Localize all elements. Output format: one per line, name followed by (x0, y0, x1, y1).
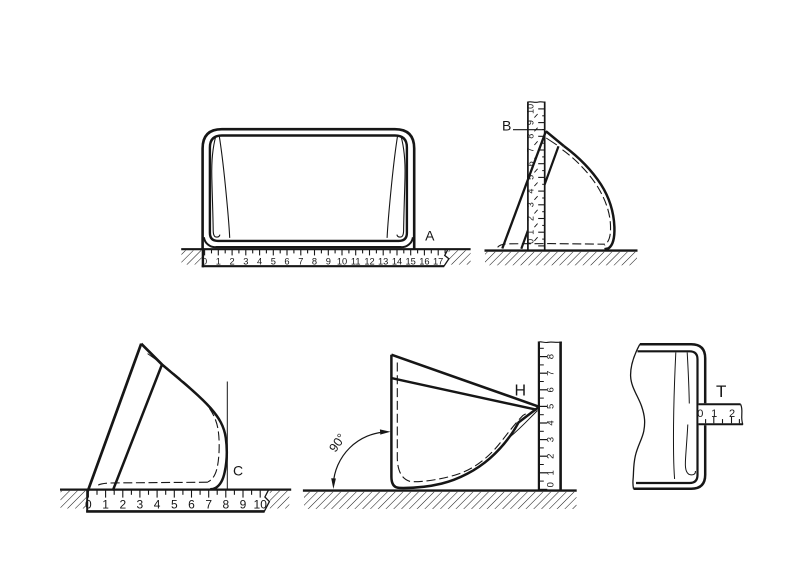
svg-text:17: 17 (433, 256, 443, 266)
svg-text:0: 0 (202, 256, 207, 266)
svg-text:7: 7 (545, 371, 556, 376)
svg-text:H: H (515, 383, 527, 400)
svg-text:8: 8 (525, 134, 535, 139)
svg-text:6: 6 (188, 498, 195, 512)
svg-text:1: 1 (102, 498, 109, 512)
svg-text:10: 10 (525, 104, 535, 114)
svg-text:6: 6 (284, 256, 289, 266)
svg-text:1: 1 (545, 470, 556, 475)
svg-text:1: 1 (525, 230, 535, 235)
svg-text:9: 9 (240, 498, 247, 512)
svg-text:12: 12 (364, 256, 374, 266)
svg-text:11: 11 (351, 256, 361, 266)
svg-text:3: 3 (137, 498, 144, 512)
svg-text:6: 6 (525, 161, 535, 166)
svg-text:3: 3 (243, 256, 248, 266)
svg-text:A: A (425, 228, 435, 244)
svg-text:10: 10 (337, 256, 347, 266)
svg-text:0: 0 (697, 408, 703, 420)
svg-text:1: 1 (711, 408, 717, 420)
svg-text:8: 8 (312, 256, 317, 266)
svg-text:8: 8 (222, 498, 229, 512)
svg-text:2: 2 (119, 498, 126, 512)
svg-text:5: 5 (271, 256, 276, 266)
svg-text:0: 0 (545, 482, 556, 487)
svg-text:1: 1 (216, 256, 221, 266)
svg-text:0: 0 (85, 498, 92, 512)
svg-text:6: 6 (545, 387, 556, 392)
svg-text:5: 5 (171, 498, 178, 512)
svg-text:5: 5 (545, 404, 556, 409)
svg-text:7: 7 (205, 498, 212, 512)
svg-text:7: 7 (298, 256, 303, 266)
svg-text:0: 0 (525, 239, 535, 244)
svg-text:14: 14 (392, 256, 402, 266)
svg-text:8: 8 (545, 354, 556, 359)
svg-text:7: 7 (525, 147, 535, 152)
svg-text:15: 15 (406, 256, 416, 266)
svg-text:2: 2 (545, 454, 556, 459)
svg-text:C: C (233, 462, 243, 478)
svg-text:4: 4 (545, 420, 556, 425)
svg-text:16: 16 (419, 256, 429, 266)
svg-text:B: B (502, 118, 511, 134)
svg-text:2: 2 (525, 216, 535, 221)
svg-text:4: 4 (525, 189, 535, 194)
svg-text:9: 9 (326, 256, 331, 266)
svg-text:3: 3 (525, 202, 535, 207)
svg-text:3: 3 (545, 437, 556, 442)
svg-text:9: 9 (525, 120, 535, 125)
svg-text:4: 4 (154, 498, 161, 512)
svg-text:T: T (716, 382, 726, 401)
svg-text:10: 10 (254, 498, 268, 512)
svg-text:5: 5 (525, 175, 535, 180)
svg-text:13: 13 (378, 256, 388, 266)
svg-text:2: 2 (230, 256, 235, 266)
svg-text:4: 4 (257, 256, 262, 266)
svg-text:2: 2 (729, 408, 735, 420)
